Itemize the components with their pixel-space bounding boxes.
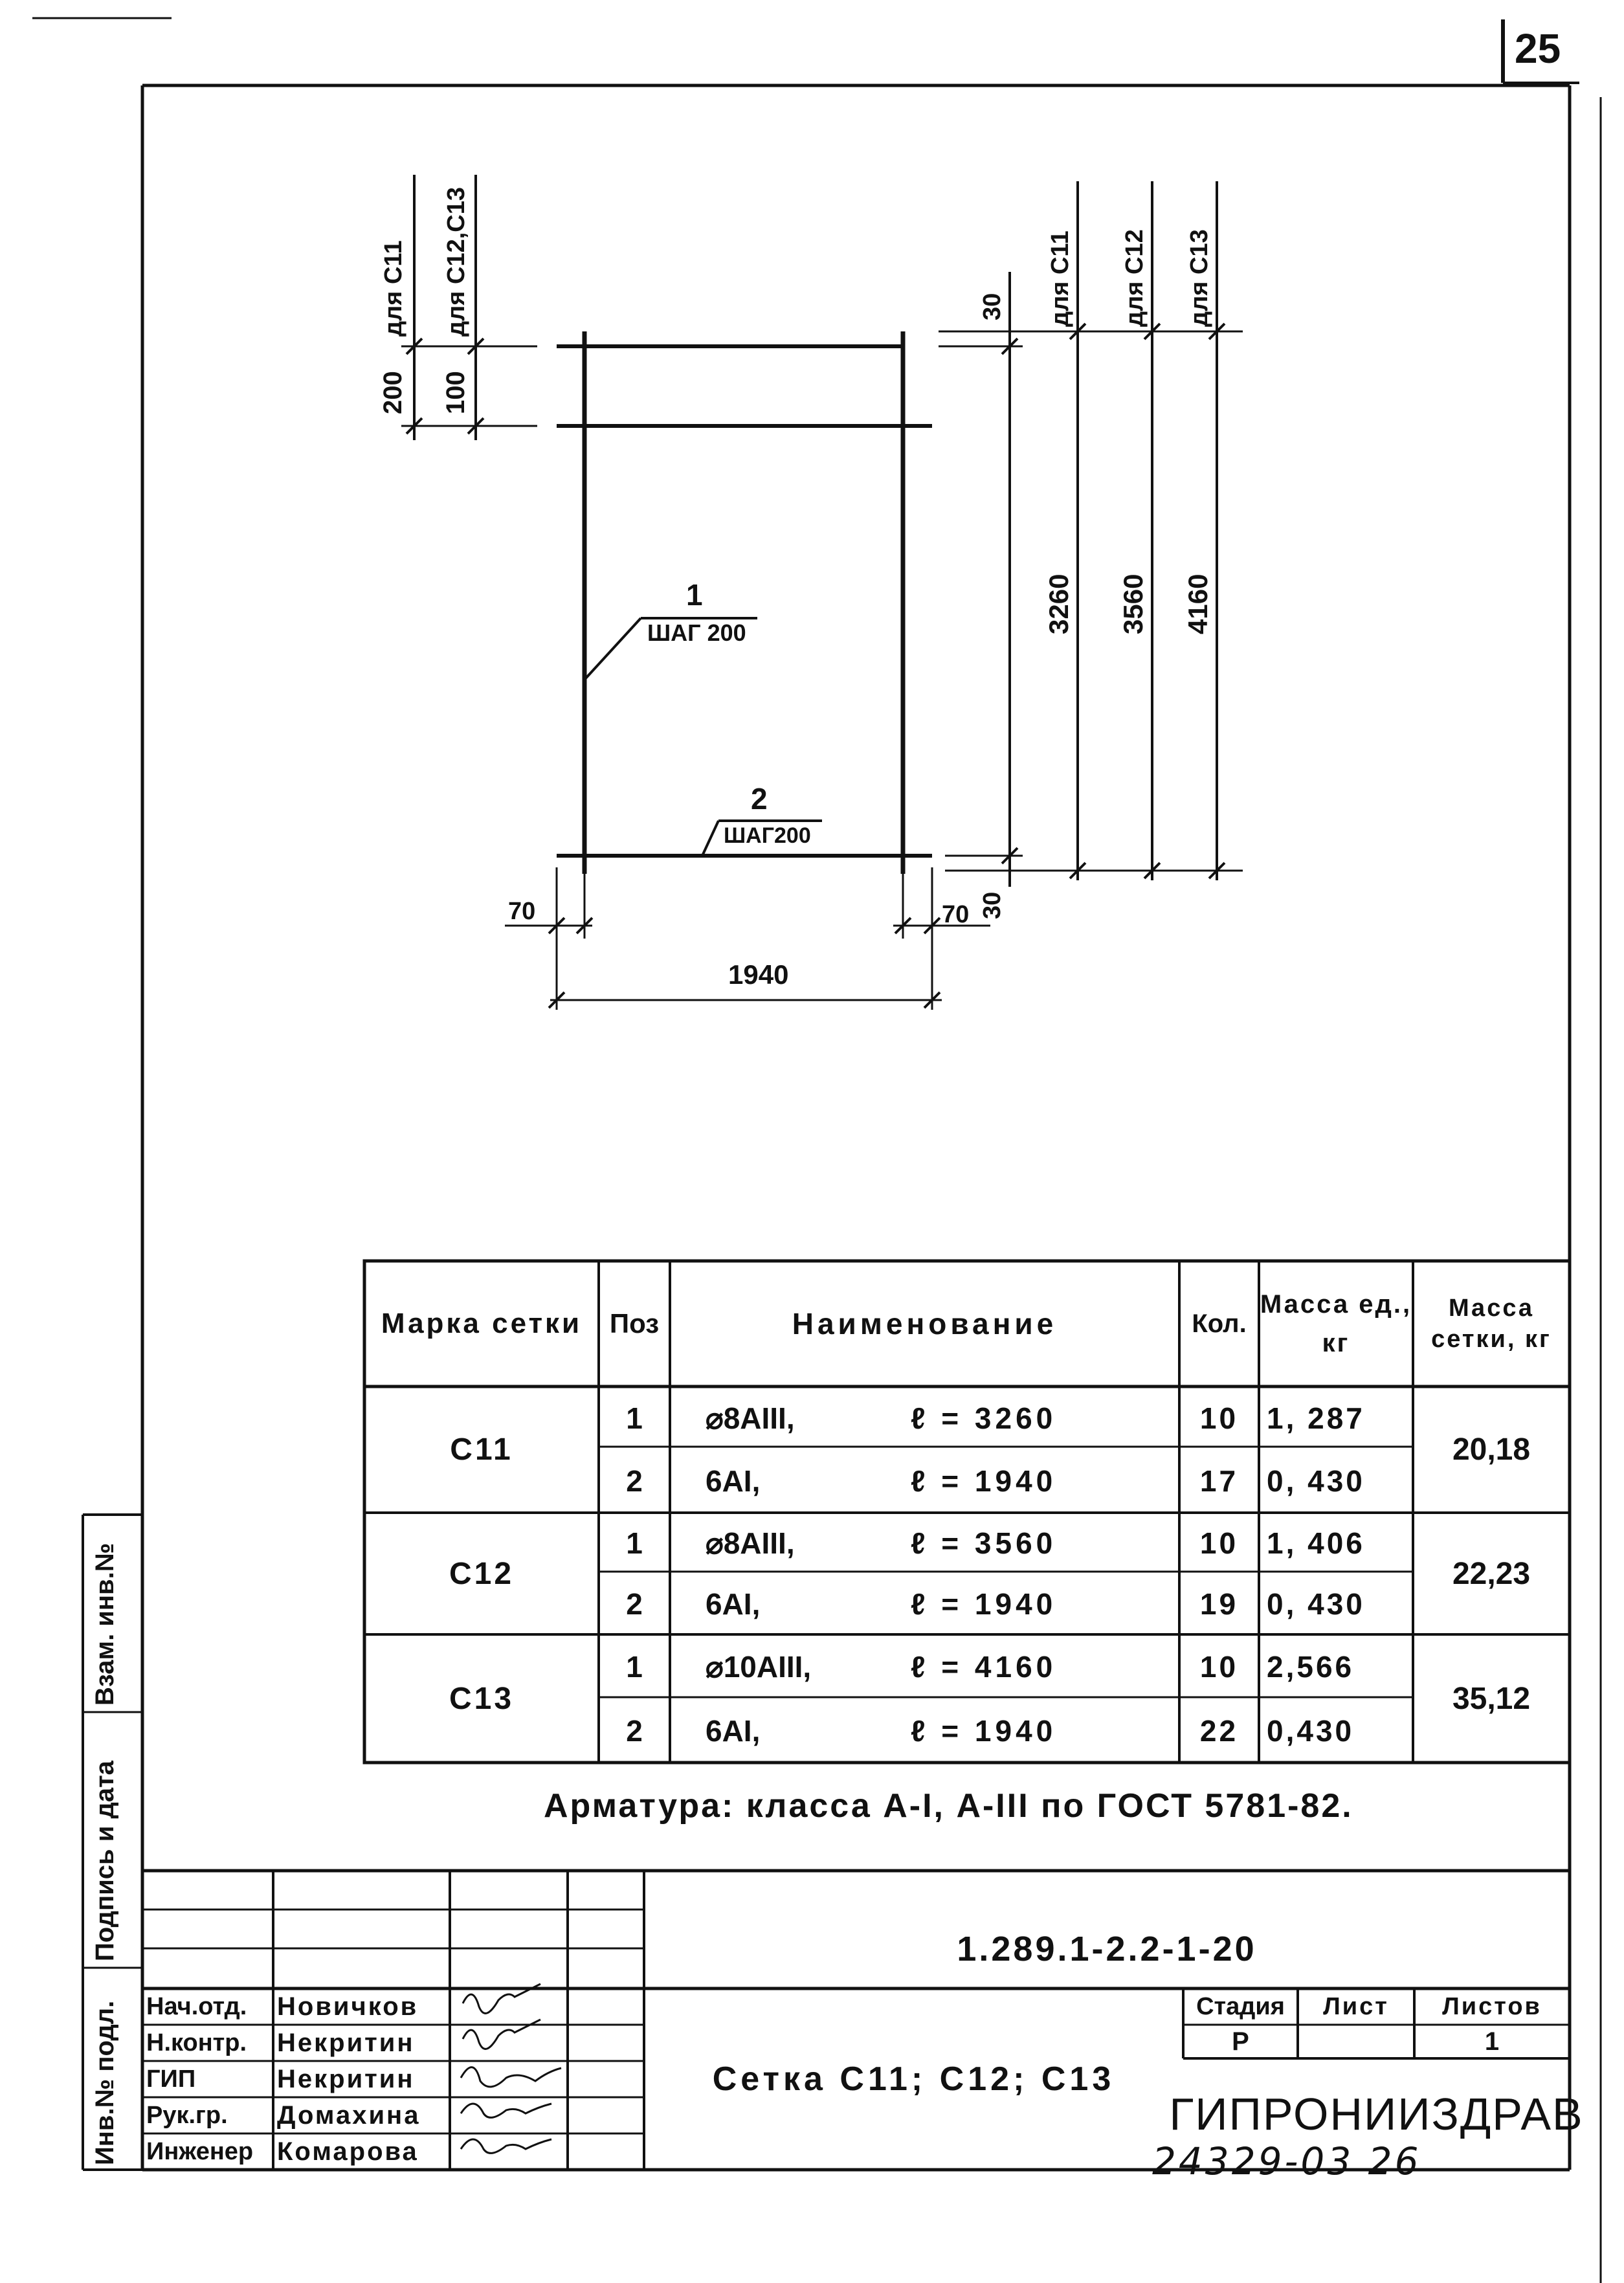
dim-70-right: 70 — [942, 901, 969, 928]
item-qty: 22 — [1199, 1713, 1239, 1748]
item-pos: 2 — [626, 1464, 643, 1498]
organization-name: ГИПРОНИИЗДРАВ — [1169, 2089, 1584, 2139]
mesh-mass: 35,12 — [1452, 1681, 1531, 1716]
document-title: Сетка С11; С12; С13 — [712, 2060, 1115, 2098]
item-unit-mass: 0,430 — [1267, 1713, 1355, 1748]
item-name: 6АI, — [706, 1464, 761, 1498]
staff-role: Инженер — [146, 2137, 254, 2165]
item-unit-mass: 0, 430 — [1267, 1587, 1365, 1621]
item-qty: 17 — [1199, 1464, 1239, 1498]
mesh-mass: 22,23 — [1452, 1556, 1531, 1591]
staff-role: ГИП — [146, 2065, 196, 2093]
item-qty: 10 — [1199, 1526, 1239, 1560]
item-pos: 2 — [626, 1713, 643, 1748]
dim-left-label-c11: для С11 — [380, 240, 407, 337]
signatures — [460, 1983, 562, 2154]
dim-3560: 3560 — [1118, 574, 1148, 634]
item-name: ⌀10АIII, — [706, 1649, 812, 1684]
mesh-mass: 20,18 — [1452, 1432, 1531, 1467]
dim-right-label-c13: для С13 — [1186, 229, 1213, 327]
header-pos: Поз — [609, 1308, 660, 1339]
item-length: ℓ = 1940 — [911, 1713, 1057, 1748]
side-field-vzam-inv: Взам. инв.№ — [91, 1542, 119, 1706]
dim-left-label-c12-c13: для С12,С13 — [443, 187, 470, 337]
dim-right-label-c11: для С11 — [1047, 230, 1074, 327]
staff-role: Нач.отд. — [146, 1992, 247, 2020]
dim-right-bottom-30: 30 — [979, 892, 1006, 919]
item-length: ℓ = 4160 — [911, 1649, 1057, 1684]
page-number: 25 — [1515, 25, 1561, 72]
staff-name: Домахина — [277, 2100, 421, 2130]
mesh-mark: С13 — [449, 1681, 515, 1716]
staff-name: Новичков — [277, 1992, 419, 2021]
dim-3260: 3260 — [1043, 574, 1074, 634]
item-pos: 1 — [626, 1649, 643, 1684]
sheets-value: 1 — [1484, 2027, 1500, 2056]
archive-number: 24329-03 26 — [1152, 2139, 1421, 2183]
item-pos: 1 — [626, 1526, 643, 1560]
item-unit-mass: 0, 430 — [1267, 1464, 1365, 1498]
side-field-inv-podl: Инв.№ подл. — [91, 2000, 119, 2165]
pos1-step: ШАГ 200 — [647, 619, 746, 646]
reinforcement-note: Арматура: класса А-I, А-III по ГОСТ 5781… — [544, 1787, 1353, 1825]
pos2-number: 2 — [751, 782, 768, 816]
staff-name: Некритин — [277, 2028, 415, 2057]
item-qty: 19 — [1199, 1587, 1239, 1621]
item-qty: 10 — [1199, 1649, 1239, 1684]
header-name: Наименование — [792, 1307, 1058, 1341]
dim-100: 100 — [441, 371, 470, 414]
header-mass-mesh: Масса сетки, кг — [1431, 1295, 1552, 1353]
sheet-label: Лист — [1323, 1992, 1389, 2020]
sheet-value — [1298, 2025, 1414, 2058]
pos1-number: 1 — [686, 578, 703, 612]
pos2-step: ШАГ200 — [724, 823, 811, 848]
staff-role: Н.контр. — [146, 2029, 247, 2056]
item-unit-mass: 2,566 — [1267, 1649, 1355, 1684]
side-field-signature-date: Подпись и дата — [91, 1761, 119, 1961]
item-length: ℓ = 1940 — [911, 1587, 1057, 1621]
dim-1940: 1940 — [728, 959, 788, 990]
staff-role: Рук.гр. — [146, 2101, 228, 2129]
sheets-label: Листов — [1442, 1992, 1542, 2020]
item-name: ⌀8АIII, — [706, 1401, 795, 1435]
mesh-mark: С11 — [450, 1432, 513, 1467]
staff-name: Комарова — [277, 2137, 419, 2166]
header-mark: Марка сетки — [381, 1308, 583, 1339]
item-length: ℓ = 3560 — [911, 1526, 1057, 1560]
item-name: ⌀8АIII, — [706, 1526, 795, 1560]
item-length: ℓ = 3260 — [911, 1401, 1057, 1435]
item-qty: 10 — [1199, 1401, 1239, 1435]
header-qty: Кол. — [1192, 1309, 1247, 1338]
dim-70-left: 70 — [508, 898, 535, 925]
item-name: 6АI, — [706, 1713, 761, 1748]
item-pos: 2 — [626, 1587, 643, 1621]
dim-4160: 4160 — [1183, 574, 1213, 634]
item-unit-mass: 1, 406 — [1267, 1526, 1365, 1560]
item-length: ℓ = 1940 — [911, 1464, 1057, 1498]
dim-right-label-c12: для С12 — [1121, 229, 1148, 327]
stage-value: Р — [1232, 2027, 1249, 2056]
staff-name: Некритин — [277, 2064, 415, 2093]
item-pos: 1 — [626, 1401, 643, 1435]
mesh-mark: С12 — [449, 1556, 515, 1591]
dim-200: 200 — [379, 371, 407, 414]
item-unit-mass: 1, 287 — [1267, 1401, 1365, 1435]
header-mass-unit: Масса ед., кг — [1260, 1290, 1412, 1357]
stage-label: Стадия — [1196, 1992, 1285, 2020]
document-code: 1.289.1-2.2-1-20 — [957, 1930, 1257, 1968]
dim-right-top-30: 30 — [979, 293, 1006, 320]
item-name: 6АI, — [706, 1587, 761, 1621]
